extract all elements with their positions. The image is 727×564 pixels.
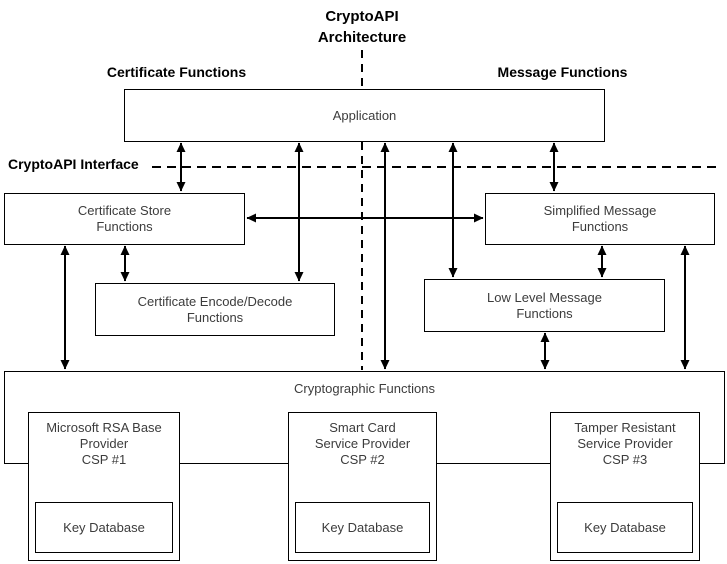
- csp1-key-database-label: Key Database: [63, 519, 145, 535]
- node-encode-decode-line1: Certificate Encode/Decode: [137, 293, 293, 309]
- csp3-line1: Tamper Resistant: [574, 420, 676, 435]
- diagram-title-line1: CryptoAPI: [325, 8, 399, 25]
- node-csp3-tamper-resistant-service-provider: Tamper Resistant Service Provider CSP #3…: [550, 412, 700, 561]
- csp1-line1: Microsoft RSA Base: [46, 420, 162, 435]
- node-low-level-line2: Functions: [516, 305, 573, 321]
- csp1-key-database: Key Database: [35, 502, 173, 553]
- node-csp1-microsoft-rsa-base-provider: Microsoft RSA Base Provider CSP #1 Key D…: [28, 412, 180, 561]
- diagram-title-line2: Architecture: [317, 29, 407, 46]
- csp1-line2: Provider: [79, 436, 129, 451]
- csp3-key-database-label: Key Database: [584, 519, 666, 535]
- node-low-level-line1: Low Level Message: [487, 289, 602, 305]
- node-simplified-message-functions: Simplified Message Functions: [485, 193, 715, 245]
- node-cryptographic-functions-label: Cryptographic Functions: [294, 381, 435, 396]
- csp3-key-database: Key Database: [557, 502, 693, 553]
- section-label-message-functions: Message Functions: [497, 64, 628, 80]
- csp3-line3: CSP #3: [602, 452, 648, 467]
- csp2-line2: Service Provider: [314, 436, 411, 451]
- csp2-key-database: Key Database: [295, 502, 430, 553]
- node-certificate-store-line2: Functions: [96, 219, 153, 234]
- node-csp2-smart-card-service-provider: Smart Card Service Provider CSP #2 Key D…: [288, 412, 437, 561]
- cryptoapi-interface-label: CryptoAPI Interface: [8, 156, 139, 172]
- node-certificate-encode-decode-functions: Certificate Encode/Decode Functions: [95, 283, 335, 336]
- node-simplified-message-line1: Simplified Message: [543, 203, 657, 218]
- node-encode-decode-line2: Functions: [186, 309, 244, 325]
- csp1-line3: CSP #1: [81, 452, 127, 467]
- node-application: Application: [124, 89, 605, 142]
- node-certificate-store-line1: Certificate Store: [77, 203, 172, 218]
- csp2-key-database-label: Key Database: [321, 519, 404, 535]
- csp3-line2: Service Provider: [577, 436, 673, 451]
- node-simplified-message-line2: Functions: [571, 219, 629, 234]
- section-label-certificate-functions: Certificate Functions: [106, 64, 247, 80]
- csp2-line1: Smart Card: [329, 420, 396, 435]
- node-certificate-store-functions: Certificate Store Functions: [4, 193, 245, 245]
- node-low-level-message-functions: Low Level Message Functions: [424, 279, 665, 332]
- diagram-title: CryptoAPI Architecture: [212, 6, 512, 48]
- csp2-line3: CSP #2: [340, 452, 385, 467]
- node-application-label: Application: [332, 107, 397, 123]
